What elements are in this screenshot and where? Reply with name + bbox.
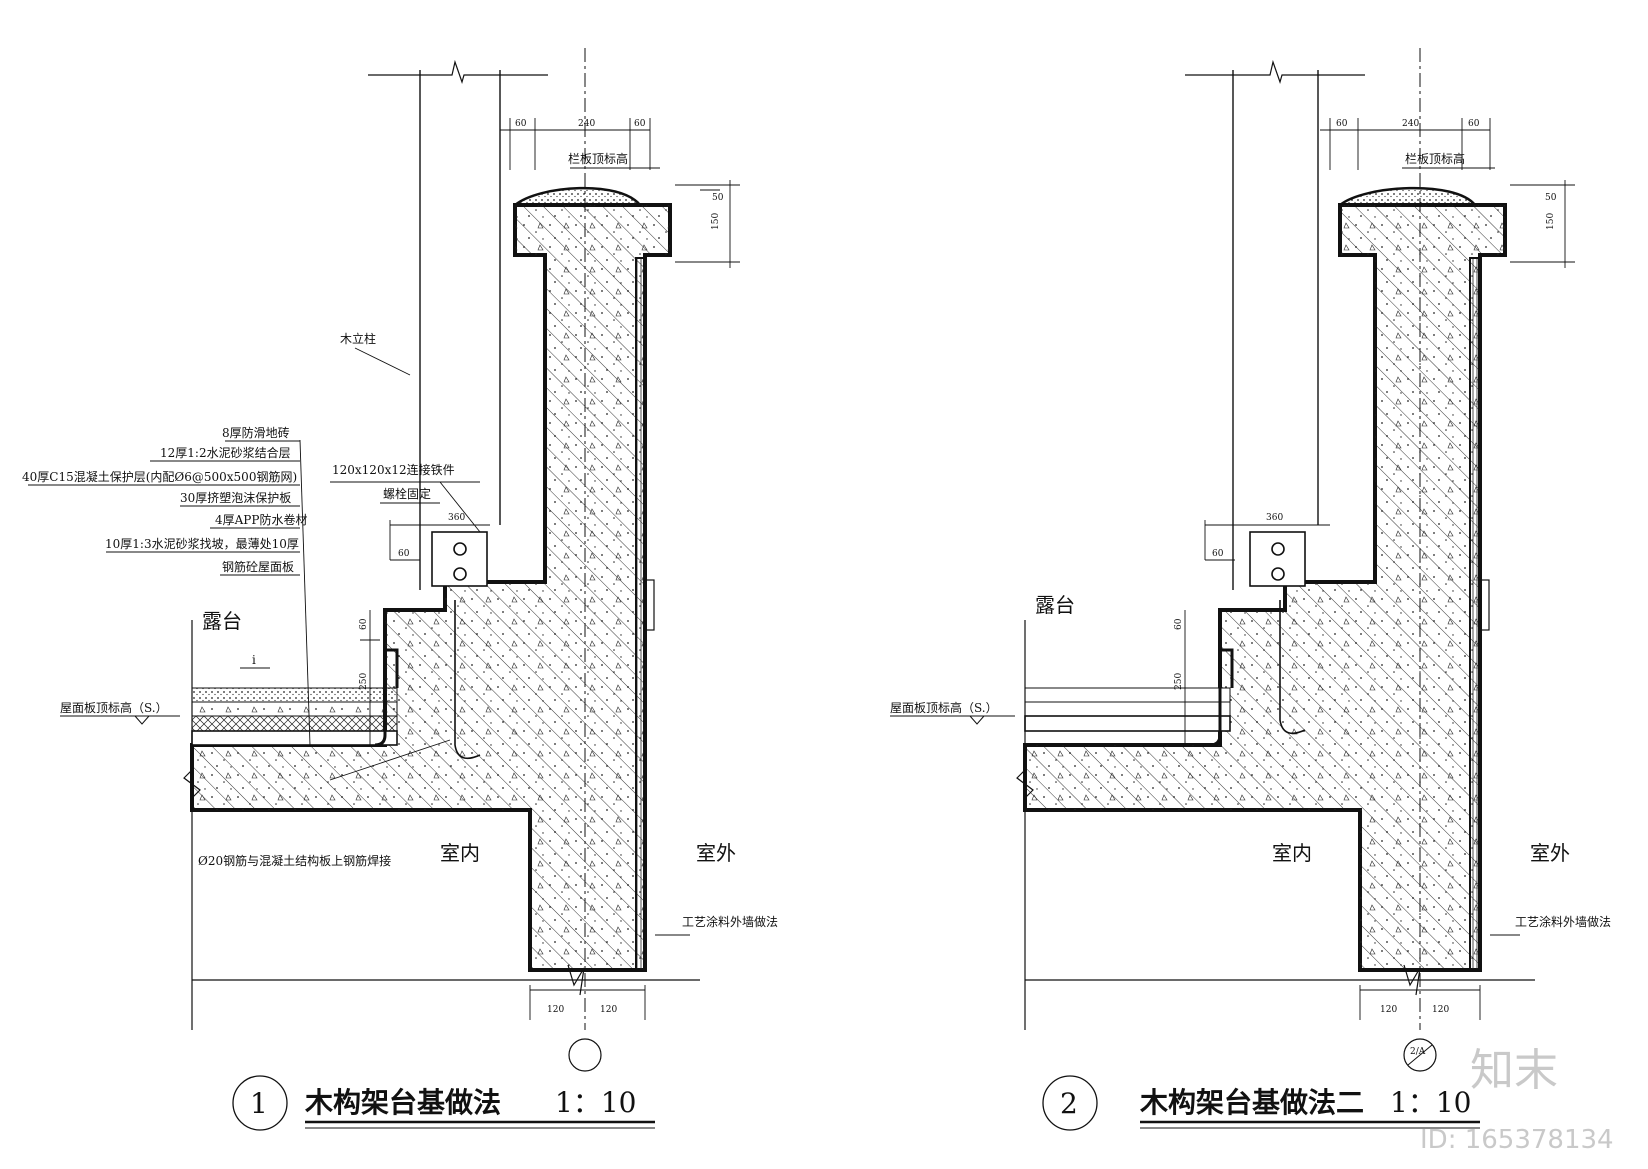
detail-scale: 1：10 bbox=[1390, 1086, 1471, 1119]
label-bolt: 螺栓固定 bbox=[383, 486, 431, 501]
dim-right: 60 bbox=[1468, 119, 1480, 129]
dim-curb-a: 60 bbox=[359, 618, 369, 630]
label-post: 木立柱 bbox=[340, 331, 376, 346]
dim-wall: 240 bbox=[1402, 119, 1419, 129]
dim-wall: 240 bbox=[578, 119, 595, 129]
bolt-icon bbox=[1271, 567, 1285, 581]
bolt-icon bbox=[1271, 542, 1285, 556]
anchor-plate bbox=[1249, 531, 1306, 587]
break-line bbox=[368, 59, 548, 84]
layer-5: 4厚APP防水卷材 bbox=[215, 512, 307, 527]
label-roof-level: 屋面板顶标高（S.） bbox=[890, 700, 998, 715]
watermark-brand: 知末 bbox=[1470, 1045, 1558, 1096]
detail-number-circle bbox=[232, 1075, 288, 1131]
detail-scale: 1：10 bbox=[555, 1086, 636, 1119]
layer-1: 8厚防滑地砖 bbox=[222, 425, 290, 440]
layer-6: 10厚1:3水泥砂浆找坡，最薄处10厚 bbox=[105, 536, 299, 551]
detail-2-section: 2/A 60 240 60 50 150 360 60 60 250 120 1… bbox=[890, 48, 1611, 1131]
label-terrace: 露台 bbox=[1035, 593, 1075, 617]
dimensions-top bbox=[1184, 118, 1575, 1020]
dim-cap-top: 50 bbox=[712, 193, 724, 203]
dim-curb-b: 250 bbox=[359, 673, 369, 690]
dim-base-width: 360 bbox=[1266, 513, 1283, 523]
exterior-insulation bbox=[635, 257, 646, 971]
bolt-icon bbox=[453, 567, 467, 581]
detail-title: 木构架台基做法 bbox=[304, 1086, 501, 1119]
dim-bottom-left: 120 bbox=[1380, 1005, 1397, 1015]
dim-base-step: 60 bbox=[398, 549, 410, 559]
label-indoor: 室内 bbox=[1272, 841, 1312, 865]
detail-title: 木构架台基做法二 bbox=[1139, 1086, 1364, 1119]
layer-callouts: 8厚防滑地砖 12厚1:2水泥砂浆结合层 40厚C15混凝土保护层(内配Ø6@5… bbox=[22, 425, 307, 576]
label-indoor: 室内 bbox=[440, 841, 480, 865]
detail-number: 2 bbox=[1060, 1087, 1078, 1120]
dim-left: 60 bbox=[1336, 119, 1348, 129]
dim-bottom-right: 120 bbox=[1432, 1005, 1449, 1015]
bolt-icon bbox=[453, 542, 467, 556]
label-slope: i bbox=[252, 653, 256, 667]
deck-layer bbox=[1024, 687, 1231, 703]
dim-left: 60 bbox=[515, 119, 527, 129]
layer-2: 12厚1:2水泥砂浆结合层 bbox=[160, 445, 291, 460]
detail-1-section: 60 240 60 50 150 360 60 60 250 120 120 木… bbox=[22, 48, 778, 1131]
floor-mortar-layer bbox=[191, 701, 398, 717]
label-outdoor: 室外 bbox=[1530, 841, 1570, 865]
dim-bottom-right: 120 bbox=[600, 1005, 617, 1015]
rebar-hook bbox=[454, 600, 481, 760]
waterproof-upturn bbox=[374, 648, 399, 747]
cap-coping bbox=[514, 186, 641, 206]
anchor-plate bbox=[431, 531, 488, 587]
label-parapet-top: 栏板顶标高 bbox=[568, 151, 628, 166]
dim-cap: 150 bbox=[1546, 213, 1556, 230]
floor-waterproof-layer bbox=[191, 730, 398, 746]
dim-right: 60 bbox=[634, 119, 646, 129]
watermark-id: ID: 165378134 bbox=[1420, 1125, 1614, 1155]
layer-4: 30厚挤塑泡沫保护板 bbox=[180, 490, 291, 505]
dim-cap-top: 50 bbox=[1545, 193, 1557, 203]
label-roof-level: 屋面板顶标高（S.） bbox=[60, 700, 168, 715]
wall-clip bbox=[644, 579, 655, 631]
dim-cap: 150 bbox=[711, 213, 721, 230]
dim-curb-b: 250 bbox=[1174, 673, 1184, 690]
dim-bottom-left: 120 bbox=[547, 1005, 564, 1015]
detail-number-circle bbox=[1042, 1075, 1098, 1131]
dim-curb-a: 60 bbox=[1174, 618, 1184, 630]
label-terrace: 露台 bbox=[202, 609, 242, 633]
label-finish: 工艺涂料外墙做法 bbox=[1515, 914, 1611, 929]
detail-number: 1 bbox=[250, 1087, 268, 1120]
label-outdoor: 室外 bbox=[696, 841, 736, 865]
layer-3: 40厚C15混凝土保护层(内配Ø6@500x500钢筋网) bbox=[22, 469, 297, 484]
dim-base-width: 360 bbox=[448, 513, 465, 523]
axis-bubble bbox=[568, 1038, 602, 1072]
dim-base-step: 60 bbox=[1212, 549, 1224, 559]
floor-insulation-layer bbox=[191, 715, 398, 732]
dimensions-top bbox=[360, 118, 740, 1020]
label-rebar-note: Ø20钢筋与混凝土结构板上钢筋焊接 bbox=[198, 853, 391, 868]
axis-ref: 2/A bbox=[1410, 1047, 1426, 1057]
label-finish: 工艺涂料外墙做法 bbox=[682, 914, 778, 929]
label-parapet-top: 栏板顶标高 bbox=[1405, 151, 1465, 166]
layer-7: 钢筋砼屋面板 bbox=[222, 559, 294, 574]
label-anchor-plate: 120x120x12连接铁件 bbox=[332, 462, 455, 477]
